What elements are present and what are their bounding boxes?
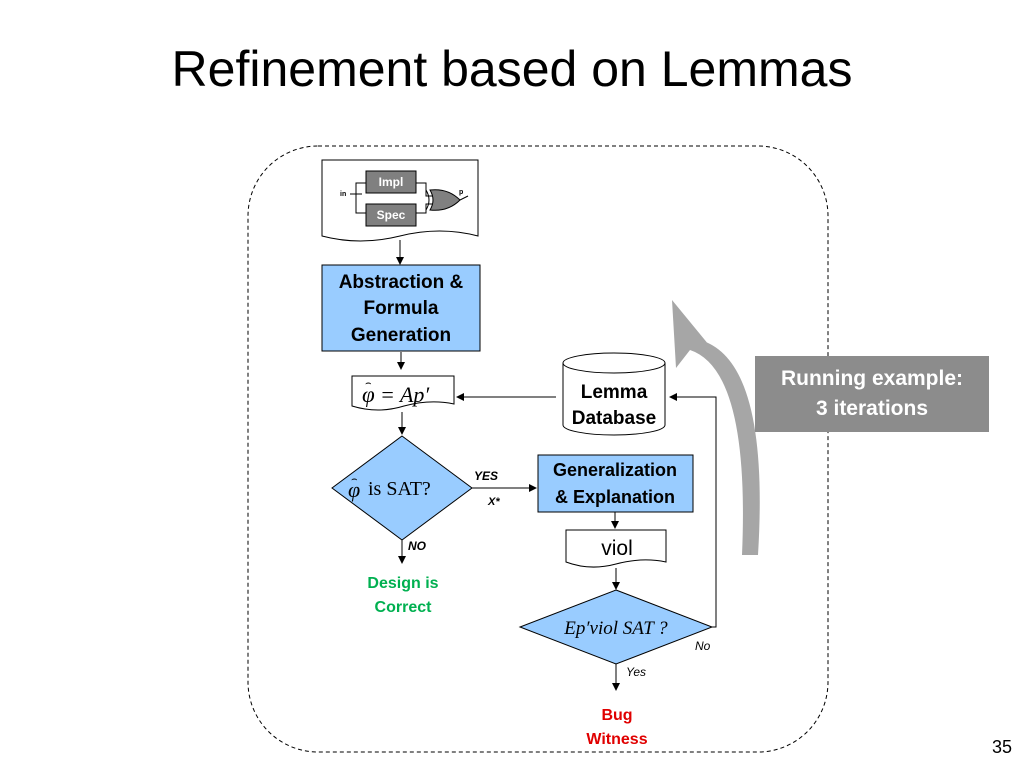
circuit-output-label: p	[459, 189, 463, 196]
iteration-arrow	[672, 300, 760, 555]
formula-phi: φ	[362, 382, 375, 407]
generalization-line-1: Generalization	[553, 460, 677, 480]
cex-label: X*	[487, 496, 500, 508]
circuit-input-label: in	[340, 191, 346, 198]
abstraction-box	[321, 264, 481, 352]
running-example-callout: Running example: 3 iterations	[755, 356, 989, 432]
slide-title: Refinement based on Lemmas	[171, 41, 853, 97]
sat-text: is SAT?	[368, 478, 431, 500]
impl-block	[365, 170, 417, 194]
dashed-boundary	[247, 145, 829, 753]
design-correct-line-2: Correct	[375, 599, 433, 616]
lemma-db-line-2: Database	[572, 408, 657, 429]
abstraction-line-3: Generation	[351, 325, 451, 346]
sat-phi: φ	[348, 477, 360, 502]
viol-document	[565, 529, 667, 568]
viol-label: viol	[601, 537, 633, 560]
impl-label: Impl	[379, 175, 404, 189]
svg-text:⌢: ⌢	[365, 378, 372, 389]
slide-number: 35	[991, 737, 1012, 757]
xor-gate	[429, 189, 461, 211]
abstraction-line-2: Formula	[364, 298, 439, 319]
lemma-database: Lemma Database	[562, 352, 666, 436]
bug-witness-line-1: Bug	[601, 707, 632, 724]
loop-yes-label: Yes	[626, 665, 646, 679]
lemma-db-line-1: Lemma	[581, 382, 648, 403]
spec-block	[365, 203, 417, 227]
generalization-line-2: & Explanation	[555, 487, 675, 507]
svg-text:⌢: ⌢	[351, 474, 358, 485]
loop-no-label: No	[695, 639, 711, 653]
no-label: NO	[408, 539, 427, 553]
running-example-line-2: 3 iterations	[815, 397, 929, 420]
viol-decision-text: Ep′viol SAT ?	[563, 618, 668, 639]
bug-witness-line-2: Witness	[586, 731, 647, 748]
abstraction-line-1: Abstraction &	[339, 272, 464, 293]
running-example-line-1: Running example:	[780, 367, 964, 390]
formula-document	[351, 375, 455, 411]
circuit-document: in Impl Spec p	[321, 159, 479, 242]
spec-label: Spec	[377, 208, 406, 222]
formula-rhs: = Ap′	[380, 382, 430, 407]
design-correct-line-1: Design is	[367, 575, 438, 592]
yes-label: YES	[474, 469, 498, 483]
